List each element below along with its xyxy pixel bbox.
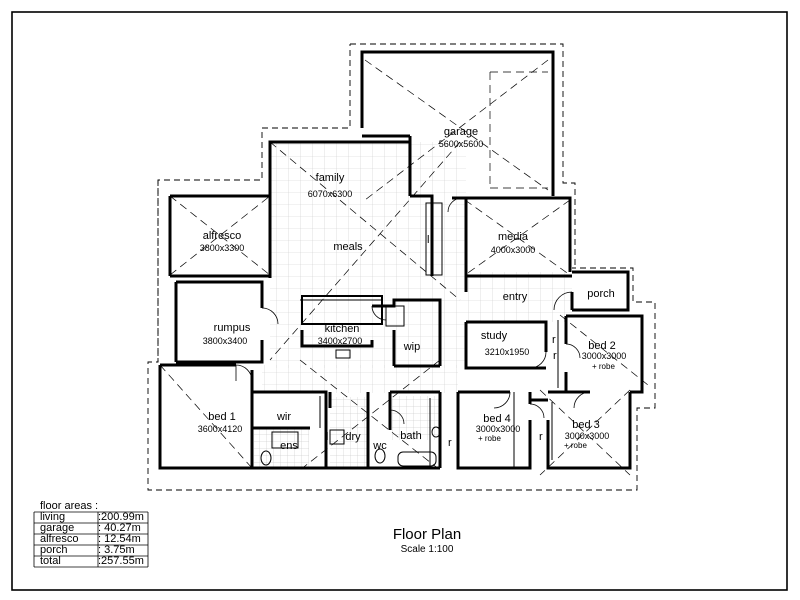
floor-area-value: : 3.75m: [98, 544, 135, 556]
floor-area-name: living: [40, 511, 66, 523]
floor-area-name: garage: [40, 522, 75, 534]
robe-marker: r: [552, 334, 556, 346]
walls: [158, 50, 644, 470]
room-name-dry: dry: [345, 431, 361, 443]
floor-area-value: :200.99m: [98, 511, 144, 523]
room-dims-bed-2: 3000x3000: [581, 351, 627, 361]
drawing-scale: Scale 1:100: [400, 544, 454, 555]
room-dims-kitchen: 3400x2700: [317, 336, 363, 346]
floor-area-name: total: [40, 555, 61, 567]
floor-areas-heading: floor areas :: [40, 500, 99, 512]
linen-marker: l: [427, 234, 430, 246]
room-dims-bed-4: 3000x3000: [475, 424, 521, 434]
room-note-bed-2: + robe: [592, 362, 615, 371]
floor-area-value: : 12.54m: [98, 533, 141, 545]
roof-line: [147, 43, 656, 491]
room-name-wc: wc: [373, 440, 387, 452]
room-note-bed-4: + robe: [478, 434, 501, 443]
room-name-bed-3: bed 3: [572, 419, 600, 431]
room-name-kitchen: kitchen: [324, 323, 360, 335]
floor-areas-table: [33, 511, 149, 568]
room-name-garage: garage: [443, 126, 479, 138]
floor-area-row: living :200.99m: [34, 511, 148, 523]
room-name-bed-1: bed 1: [208, 411, 236, 423]
floor-area-row: total :257.55m: [34, 555, 148, 567]
room-name-wip: wip: [403, 341, 421, 353]
room-name-entry: entry: [502, 291, 528, 303]
room-note-bed-3: + robe: [564, 441, 587, 450]
room-name-wir: wir: [276, 411, 292, 423]
room-dims-rumpus: 3800x3400: [202, 336, 248, 346]
floor-area-name: alfresco: [40, 533, 79, 545]
door-swings: [235, 197, 591, 425]
floor-area-name: porch: [40, 544, 68, 556]
interior-details: [260, 202, 559, 468]
room-dims-study: 3210x1950: [484, 347, 530, 357]
room-dims-bed-3: 3000x3000: [564, 431, 610, 441]
robe-marker: r: [539, 431, 543, 443]
room-name-study: study: [480, 330, 508, 342]
robe-marker: r: [448, 437, 452, 449]
room-name-family: family: [315, 172, 345, 184]
robe-marker: r: [553, 350, 557, 362]
floor-area-row: garage : 40.27m: [34, 522, 148, 534]
floor-area-row: alfresco : 12.54m: [34, 533, 148, 545]
room-name-alfresco: alfresco: [202, 230, 242, 242]
floor-area-value: : 40.27m: [98, 522, 141, 534]
room-dims-media: 4000x3000: [490, 245, 536, 255]
sheet-border: [11, 11, 788, 591]
room-name-porch: porch: [587, 288, 615, 300]
floor-area-row: porch : 3.75m: [34, 544, 148, 556]
room-dims-bed-1: 3600x4120: [197, 424, 243, 434]
room-name-meals: meals: [333, 241, 363, 253]
room-name-bed-4: bed 4: [483, 413, 511, 425]
room-name-bed-2: bed 2: [588, 340, 616, 352]
room-name-media: media: [498, 231, 528, 243]
room-name-bath: bath: [400, 430, 422, 442]
room-dims-garage: 5600x5600: [438, 139, 484, 149]
drawing-title: Floor Plan: [392, 526, 462, 543]
room-dims-alfresco: 3800x3300: [199, 243, 245, 253]
room-dims-family: 6070x6300: [307, 189, 353, 199]
linen-marker: l: [326, 431, 329, 443]
floor-area-value: :257.55m: [98, 555, 144, 567]
room-name-rumpus: rumpus: [213, 322, 251, 334]
room-name-ens: ens: [280, 440, 298, 452]
